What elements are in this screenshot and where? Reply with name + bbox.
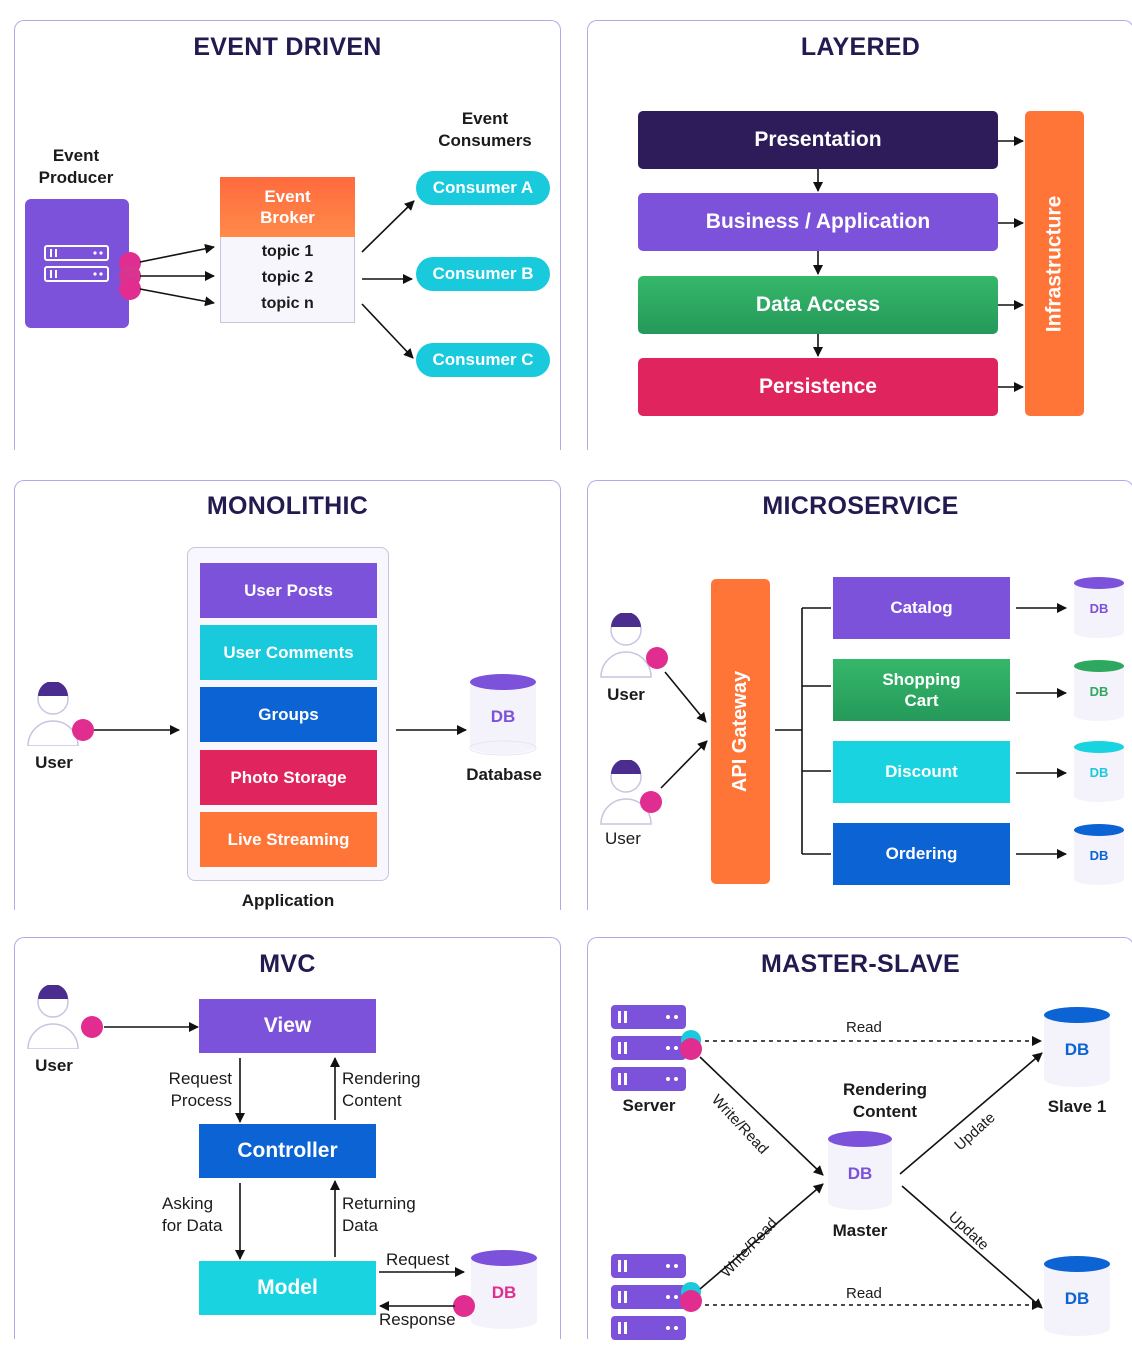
module-groups: Groups	[200, 687, 377, 742]
user-label: User	[605, 829, 641, 848]
rendering-content-label: Rendering Content	[342, 1069, 421, 1110]
asking-for-data-label: Asking for Data	[162, 1194, 223, 1235]
master-label: Master	[832, 1221, 888, 1240]
event-producer-label: Event Producer	[38, 146, 114, 187]
mvc-model: Model	[199, 1261, 376, 1315]
request-process-label: Request Process	[168, 1069, 232, 1110]
event-consumers-label: Event Consumers	[438, 109, 532, 150]
master-slave-title: MASTER-SLAVE	[761, 950, 960, 978]
returning-data-label: Returning Data	[342, 1194, 416, 1235]
db-text: DB	[1089, 765, 1109, 780]
user-avatar	[26, 681, 96, 747]
service-discount: Discount	[833, 741, 1010, 803]
api-gateway-label: API Gateway	[729, 670, 752, 793]
db-text: DB	[1089, 684, 1109, 699]
db-text: DB	[847, 1164, 873, 1183]
service-shopping-cart: Shopping Cart	[833, 659, 1010, 721]
topic-item: topic n	[261, 295, 314, 312]
user-avatar	[599, 612, 671, 679]
consumer-a: Consumer A	[416, 171, 550, 205]
service-catalog: Catalog	[833, 577, 1010, 639]
event-broker-header: Event Broker	[220, 177, 355, 237]
topic-item: topic 2	[261, 269, 314, 286]
layer-presentation: Presentation	[638, 111, 998, 169]
mvc-db: DB	[470, 1250, 538, 1330]
user-avatar	[599, 759, 671, 826]
discount-db: DB	[1073, 741, 1125, 803]
user-label: User	[607, 685, 645, 704]
ordering-db: DB	[1073, 824, 1125, 886]
db-text: DB	[1064, 1040, 1090, 1059]
rendering-content-label: Rendering Content	[842, 1080, 928, 1121]
layer-persistence: Persistence	[638, 358, 998, 416]
slave-db-top: DB	[1043, 1007, 1111, 1089]
layer-data-access: Data Access	[638, 276, 998, 334]
server-rack-icon	[611, 1005, 705, 1093]
topic-item: topic 1	[261, 243, 314, 260]
layer-business: Business / Application	[638, 193, 998, 251]
module-user-posts: User Posts	[200, 563, 377, 618]
user-label: User	[35, 753, 73, 772]
monolithic-title: MONOLITHIC	[206, 492, 369, 520]
event-driven-title: EVENT DRIVEN	[193, 33, 382, 61]
master-db: DB	[827, 1131, 893, 1211]
db-text: DB	[490, 707, 516, 726]
event-broker-topics: topic 1 topic 2 topic n	[220, 237, 355, 323]
api-gateway: API Gateway	[711, 579, 770, 884]
database-cylinder: DB	[469, 674, 537, 756]
db-text: DB	[491, 1283, 517, 1302]
database-label: Database	[466, 765, 542, 784]
read-top-label: Read	[846, 1019, 882, 1036]
service-ordering: Ordering	[833, 823, 1010, 885]
slave-db-bottom: DB	[1043, 1256, 1111, 1338]
user-label: User	[35, 1056, 73, 1075]
infrastructure-bar: Infrastructure	[1025, 111, 1084, 416]
catalog-db: DB	[1073, 577, 1125, 639]
cart-db: DB	[1073, 660, 1125, 722]
application-label: Application	[241, 891, 335, 910]
layered-title: LAYERED	[800, 33, 921, 61]
module-live-streaming: Live Streaming	[200, 812, 377, 867]
infrastructure-label: Infrastructure	[1042, 195, 1066, 332]
db-text: DB	[1089, 848, 1109, 863]
module-user-comments: User Comments	[200, 625, 377, 680]
response-label: Response	[379, 1310, 456, 1329]
microservice-title: MICROSERVICE	[762, 492, 959, 520]
server-rack-icon	[611, 1254, 705, 1342]
user-avatar	[26, 984, 106, 1050]
mvc-view: View	[199, 999, 376, 1053]
mvc-controller: Controller	[199, 1124, 376, 1178]
consumer-c: Consumer C	[416, 343, 550, 377]
consumer-b: Consumer B	[416, 257, 550, 291]
db-text: DB	[1064, 1289, 1090, 1308]
slave-label: Slave 1	[1047, 1097, 1107, 1116]
server-label: Server	[622, 1096, 676, 1115]
mvc-title: MVC	[259, 950, 316, 978]
server-rack-icon	[44, 245, 109, 282]
event-producer-box	[25, 199, 129, 328]
module-photo-storage: Photo Storage	[200, 750, 377, 805]
db-connector-dot	[453, 1295, 475, 1317]
db-text: DB	[1089, 601, 1109, 616]
request-label: Request	[386, 1250, 450, 1269]
read-bottom-label: Read	[846, 1285, 882, 1302]
